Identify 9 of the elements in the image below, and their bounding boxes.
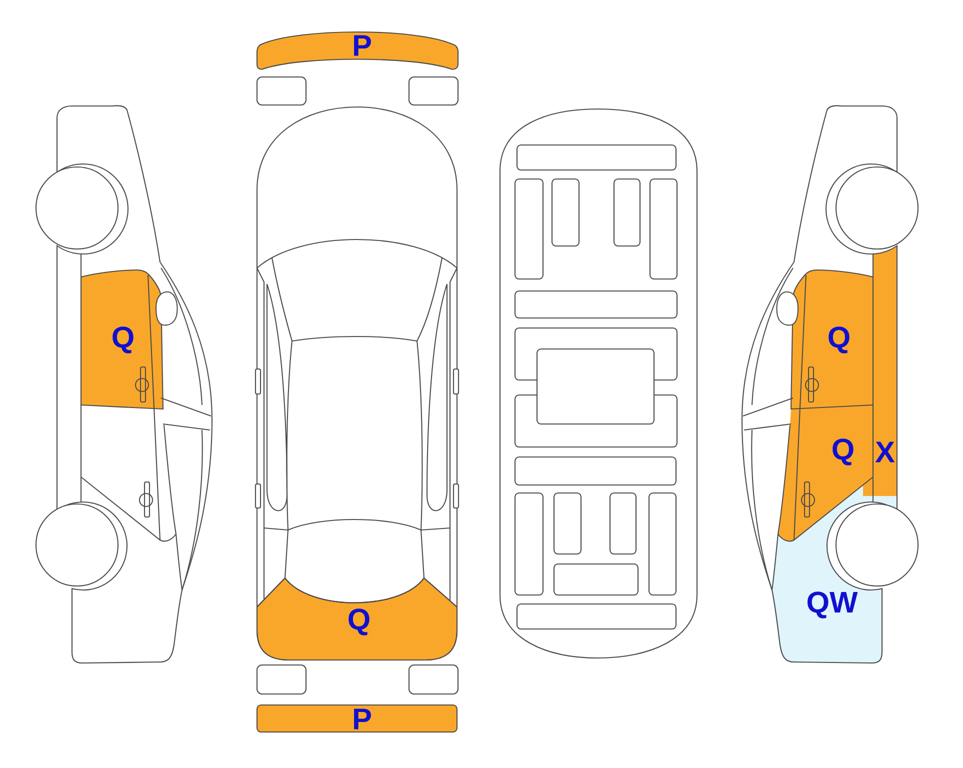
node-label: X bbox=[875, 442, 895, 462]
door-panel: Q bbox=[791, 270, 873, 409]
door-panel: Q bbox=[81, 270, 163, 409]
bumper-panel: P bbox=[256, 31, 459, 70]
sill-panel: X bbox=[863, 246, 898, 496]
door-panel: Q bbox=[778, 405, 873, 542]
node-label: Q bbox=[832, 438, 854, 466]
bumper-panel: P bbox=[256, 704, 458, 733]
node-label: Q bbox=[828, 326, 850, 354]
